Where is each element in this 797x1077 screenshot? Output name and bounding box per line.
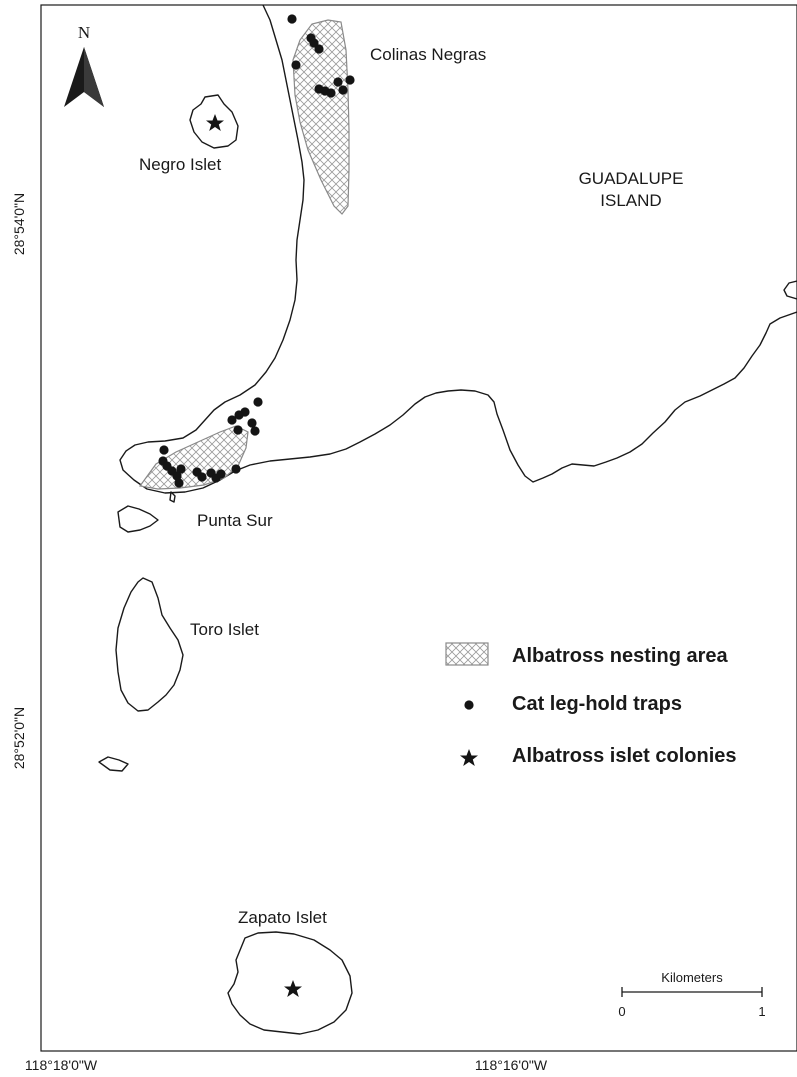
longitude-label-right: 118°16'0"W — [475, 1057, 548, 1073]
trap-marker — [233, 425, 243, 435]
legend-label-colonies: Albatross islet colonies — [512, 745, 737, 767]
trap-markers-colinas-negras — [287, 14, 355, 98]
trap-marker — [247, 418, 257, 428]
latitude-label-top: 28°54'0"N — [11, 193, 27, 255]
punta-sur-rock-small — [169, 491, 176, 503]
trap-marker — [345, 75, 355, 85]
trap-marker — [333, 77, 343, 87]
trap-marker — [287, 14, 297, 24]
label-guadalupe-line1: GUADALUPE — [579, 169, 684, 188]
trap-marker — [227, 415, 237, 425]
scale-bar-line — [621, 987, 763, 997]
guadalupe-coastline — [119, 4, 797, 494]
nesting-area-colinas-negras — [292, 19, 350, 215]
trap-marker — [176, 464, 186, 474]
legend: Albatross nesting area Cat leg-hold trap… — [445, 642, 737, 767]
label-colinas-negras: Colinas Negras — [370, 45, 486, 64]
legend-label-nesting-area: Albatross nesting area — [512, 645, 729, 667]
trap-marker — [338, 85, 348, 95]
colony-star-negro-islet — [206, 114, 224, 131]
scale-bar-end: 1 — [758, 1004, 765, 1019]
trap-marker — [234, 410, 244, 420]
trap-markers-punta-sur — [158, 397, 263, 488]
nesting-area-punta-sur — [138, 425, 249, 490]
trap-marker — [250, 426, 260, 436]
trap-marker — [231, 464, 241, 474]
small-islet-west — [98, 756, 129, 772]
legend-symbol-trap — [464, 700, 474, 710]
longitude-label-left: 118°18'0"W — [25, 1057, 98, 1073]
label-punta-sur: Punta Sur — [197, 511, 273, 530]
label-negro-islet: Negro Islet — [139, 155, 221, 174]
punta-sur-rocks — [117, 505, 159, 533]
legend-symbol-star-icon — [460, 749, 478, 766]
zapato-islet-shape — [227, 931, 353, 1035]
scale-bar-start: 0 — [618, 1004, 625, 1019]
coastline-east-notch — [783, 280, 797, 300]
toro-islet-shape — [115, 577, 184, 712]
map-frame — [40, 4, 797, 1052]
north-arrow: N — [64, 23, 104, 107]
scale-bar-title: Kilometers — [661, 970, 723, 985]
legend-label-traps: Cat leg-hold traps — [512, 693, 682, 715]
trap-marker — [216, 469, 226, 479]
trap-marker — [197, 472, 207, 482]
north-label: N — [78, 23, 90, 42]
colony-star-zapato-islet — [284, 980, 302, 997]
trap-marker — [174, 478, 184, 488]
trap-marker — [314, 44, 324, 54]
label-zapato-islet: Zapato Islet — [238, 908, 327, 927]
scale-bar: Kilometers 0 1 — [618, 970, 765, 1019]
latitude-label-bottom: 28°52'0"N — [11, 707, 27, 769]
legend-swatch-nesting-area — [445, 642, 489, 666]
trap-marker — [172, 471, 182, 481]
trap-marker — [159, 445, 169, 455]
trap-marker — [291, 60, 301, 70]
label-guadalupe-line2: ISLAND — [600, 191, 661, 210]
trap-marker — [253, 397, 263, 407]
trap-marker — [326, 88, 336, 98]
label-toro-islet: Toro Islet — [190, 620, 259, 639]
